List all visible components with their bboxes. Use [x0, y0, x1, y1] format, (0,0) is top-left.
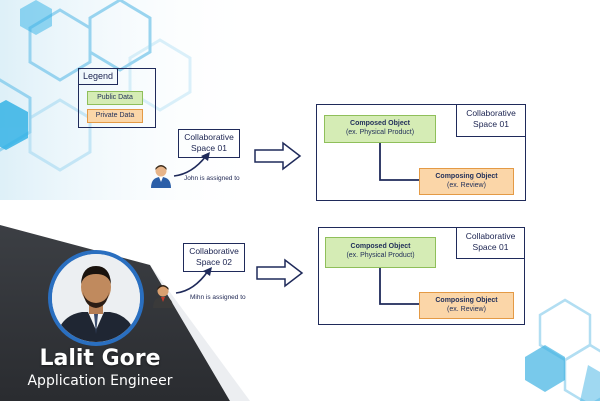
presenter-role: Application Engineer — [27, 373, 173, 389]
legend-title-box — [78, 68, 118, 85]
space-title-box-1 — [456, 104, 526, 137]
legend-private-data: Private Data — [87, 109, 143, 123]
presenter-name: Lalit Gore — [39, 346, 161, 371]
user-icon-john — [150, 164, 172, 188]
assignment-arrow-2 — [175, 267, 212, 294]
composing-object-2: Composing Object(ex. Review) — [419, 292, 514, 319]
space-title-box-2 — [456, 227, 525, 259]
composing-object-1: Composing Object(ex. Review) — [419, 168, 514, 195]
collaborative-space-2 — [318, 227, 525, 325]
legend-public-data: Public Data — [87, 91, 143, 105]
collaborative-space-label-2 — [183, 243, 245, 272]
flow-arrow-1 — [254, 141, 302, 171]
collaborative-space-1 — [316, 104, 526, 201]
user-icon-mihn — [152, 284, 174, 308]
connector-1 — [379, 143, 423, 181]
assignment-text-mihn: Mihn is assigned to — [190, 294, 246, 301]
composed-object-2: Composed Object(ex. Physical Product) — [325, 237, 436, 268]
presenter-avatar — [48, 250, 144, 346]
connector-2 — [379, 268, 423, 305]
assignment-arrow-1 — [173, 152, 210, 177]
composed-object-1: Composed Object(ex. Physical Product) — [324, 115, 436, 143]
assignment-text-john: John is assigned to — [184, 175, 240, 182]
collaborative-space-label-1 — [178, 129, 240, 158]
flow-arrow-2 — [256, 258, 304, 288]
legend-title: Legend — [83, 71, 114, 81]
